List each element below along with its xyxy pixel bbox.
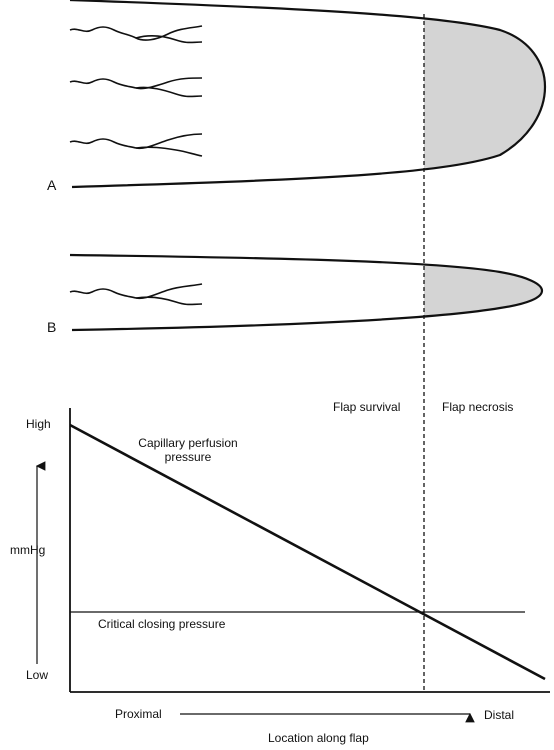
vessel-4a xyxy=(69,283,203,300)
y-high-label: High xyxy=(26,417,51,431)
capillary-label-line-1: Capillary perfusion xyxy=(138,436,238,450)
vessel-3a xyxy=(69,133,203,150)
flap-b-outline xyxy=(69,253,544,332)
capillary-label-line-2: pressure xyxy=(164,450,212,464)
flap-survival-label: Flap survival xyxy=(333,400,401,414)
flap-a-necrosis-zone xyxy=(424,18,545,170)
panel-a-label: A xyxy=(47,177,57,193)
panel-b-label: B xyxy=(47,319,57,335)
flap-a xyxy=(69,0,546,189)
y-low-label: Low xyxy=(26,668,49,682)
capillary-perfusion-line xyxy=(69,423,546,681)
x-distal-label: Distal xyxy=(484,708,515,722)
flap-necrosis-label: Flap necrosis xyxy=(442,400,514,414)
vessel-1a xyxy=(69,25,203,41)
flap-b-vessels xyxy=(69,283,203,306)
flap-b xyxy=(69,253,544,332)
flap-a-vessels xyxy=(69,25,203,157)
x-axis-title: Location along flap xyxy=(268,731,369,745)
flap-a-outline xyxy=(69,0,546,189)
x-proximal-label: Proximal xyxy=(115,707,162,721)
vessel-3b xyxy=(135,146,203,157)
vessel-1b xyxy=(135,35,203,44)
vessel-4b xyxy=(135,296,203,306)
flap-b-necrosis-zone xyxy=(424,264,542,317)
capillary-perfusion-label: Capillary perfusion pressure xyxy=(118,436,258,464)
vessel-2a xyxy=(69,77,203,90)
graph-axes xyxy=(69,408,550,693)
vessel-2b xyxy=(135,86,203,98)
y-axis-label: mmHg xyxy=(10,543,46,557)
critical-closing-pressure-label: Critical closing pressure xyxy=(98,617,226,631)
